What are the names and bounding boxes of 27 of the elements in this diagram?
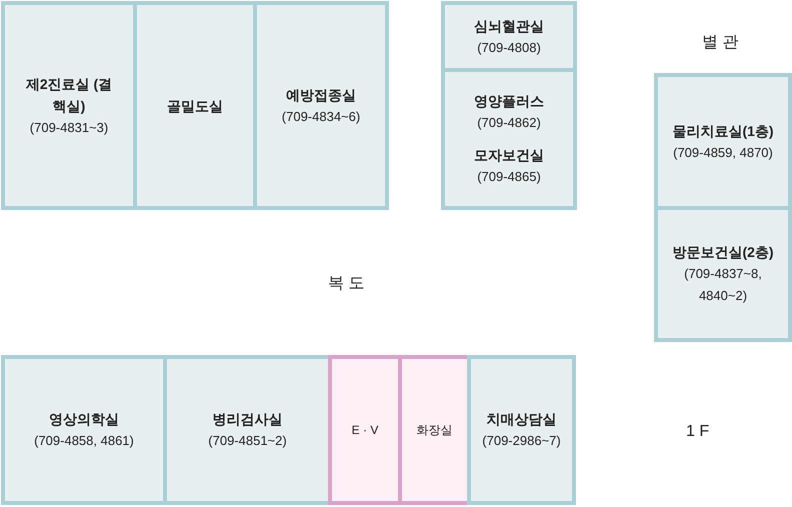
room-name: 영상의학실 [49, 410, 119, 429]
room-box [467, 355, 576, 505]
room-name: 제2진료실 (결핵실) [24, 74, 114, 116]
room-name: 골밀도실 [167, 96, 223, 116]
floor-label: 1 F [686, 423, 710, 441]
building-label: 별 관 [702, 33, 738, 53]
phone-number: (709-4859, 4870) [673, 144, 773, 162]
room-name: 물리치료실(1층) [672, 122, 774, 141]
phone-number: (709-4862) [477, 114, 541, 132]
phone-number: (709-4834~6) [282, 108, 360, 126]
phone-number: (709-4851~2) [208, 432, 287, 450]
phone-number: (709-4865) [477, 168, 541, 186]
room-name: 예방접종실 [286, 86, 356, 104]
room-name: E · V [352, 422, 378, 439]
room-name: 방문보건실(2층) [672, 243, 774, 262]
phone-number: (709-4808) [477, 38, 541, 57]
phone-number: (709-2986~7) [482, 432, 561, 450]
room-name: 화장실 [416, 422, 452, 439]
room-name: 영양플러스 [474, 92, 544, 111]
room-name: 심뇌혈관실 [474, 16, 544, 36]
room-name: 치매상담실 [486, 410, 556, 429]
phone-number: (709-4837~8, 4840~2) [683, 265, 763, 305]
room-name: 모자보건실 [474, 146, 544, 165]
phone-number: (709-4831~3) [30, 118, 108, 137]
room-name: 병리검사실 [212, 410, 282, 429]
phone-number: (709-4858, 4861) [34, 432, 134, 450]
corridor-label: 복 도 [328, 274, 364, 294]
